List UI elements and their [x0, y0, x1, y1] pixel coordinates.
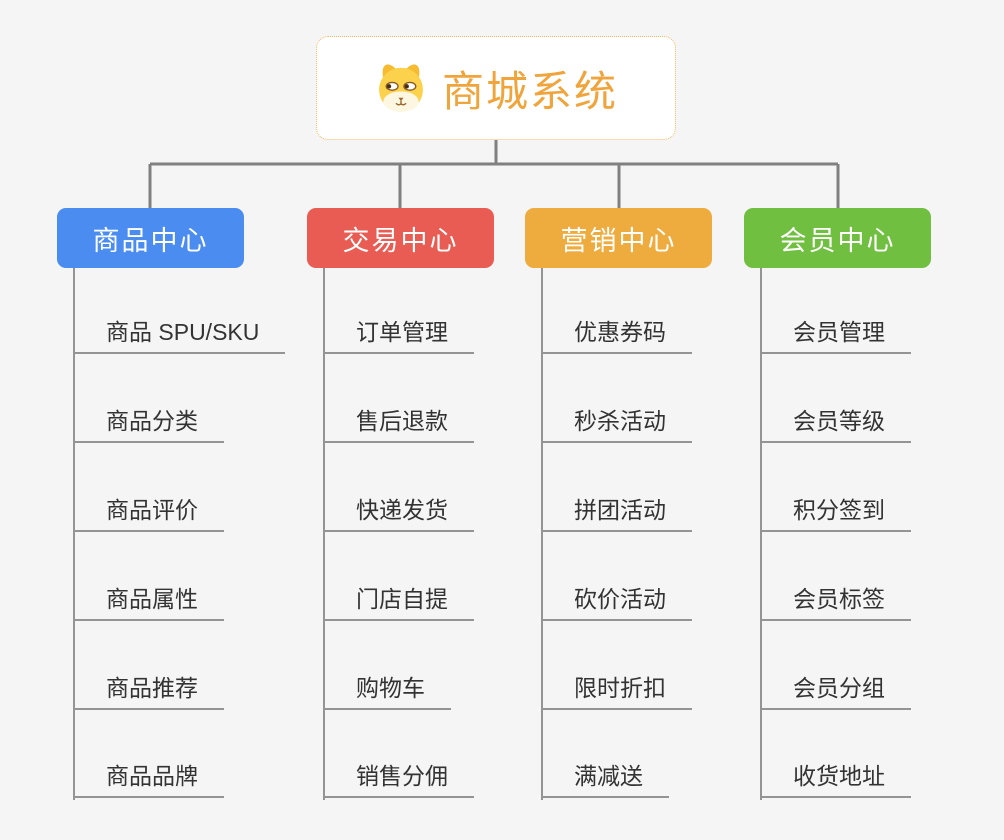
subtopic[interactable]: 满减送 — [541, 762, 669, 798]
subtopic[interactable]: 会员分组 — [760, 674, 911, 710]
subtopic[interactable]: 商品评价 — [73, 496, 224, 532]
subtopic[interactable]: 订单管理 — [323, 318, 474, 354]
subtopic[interactable]: 商品品牌 — [73, 762, 224, 798]
subtopic[interactable]: 会员管理 — [760, 318, 911, 354]
subtopic[interactable]: 限时折扣 — [541, 674, 692, 710]
branch-topic-member-center[interactable]: 会员中心 — [744, 208, 931, 268]
subtopic[interactable]: 砍价活动 — [541, 585, 692, 621]
subtopic[interactable]: 会员等级 — [760, 407, 911, 443]
subtopic[interactable]: 积分签到 — [760, 496, 911, 532]
subtopic[interactable]: 商品推荐 — [73, 674, 224, 710]
branch-member-center: 会员中心 会员管理 会员等级 积分签到 会员标签 会员分组 收货地址 — [744, 208, 994, 808]
subtopic[interactable]: 收货地址 — [760, 762, 911, 798]
branch-spine-line — [760, 268, 762, 800]
branch-marketing-center: 营销中心 优惠券码 秒杀活动 拼团活动 砍价活动 限时折扣 满减送 — [525, 208, 775, 808]
subtopic[interactable]: 快递发货 — [323, 496, 474, 532]
branch-product-center: 商品中心 商品 SPU/SKU 商品分类 商品评价 商品属性 商品推荐 商品品牌 — [57, 208, 307, 808]
subtopic[interactable]: 商品属性 — [73, 585, 224, 621]
subtopic[interactable]: 销售分佣 — [323, 762, 474, 798]
subtopic[interactable]: 购物车 — [323, 674, 451, 710]
subtopic[interactable]: 门店自提 — [323, 585, 474, 621]
subtopic[interactable]: 优惠券码 — [541, 318, 692, 354]
root-topic[interactable]: 商城系统 — [316, 36, 676, 140]
subtopic[interactable]: 商品 SPU/SKU — [73, 318, 286, 354]
branch-topic-marketing-center[interactable]: 营销中心 — [525, 208, 712, 268]
subtopic[interactable]: 秒杀活动 — [541, 407, 692, 443]
subtopic[interactable]: 售后退款 — [323, 407, 474, 443]
subtopic[interactable]: 拼团活动 — [541, 496, 692, 532]
root-title: 商城系统 — [441, 67, 618, 115]
branch-spine-line — [323, 268, 325, 800]
branch-spine-line — [73, 268, 75, 800]
branch-spine-line — [541, 268, 543, 800]
subtopic[interactable]: 商品分类 — [73, 407, 224, 443]
branch-trade-center: 交易中心 订单管理 售后退款 快递发货 门店自提 购物车 销售分佣 — [307, 208, 557, 808]
branch-topic-trade-center[interactable]: 交易中心 — [307, 208, 494, 268]
dog-face-icon — [374, 61, 428, 115]
branch-topic-product-center[interactable]: 商品中心 — [57, 208, 244, 268]
subtopic[interactable]: 会员标签 — [760, 585, 911, 621]
